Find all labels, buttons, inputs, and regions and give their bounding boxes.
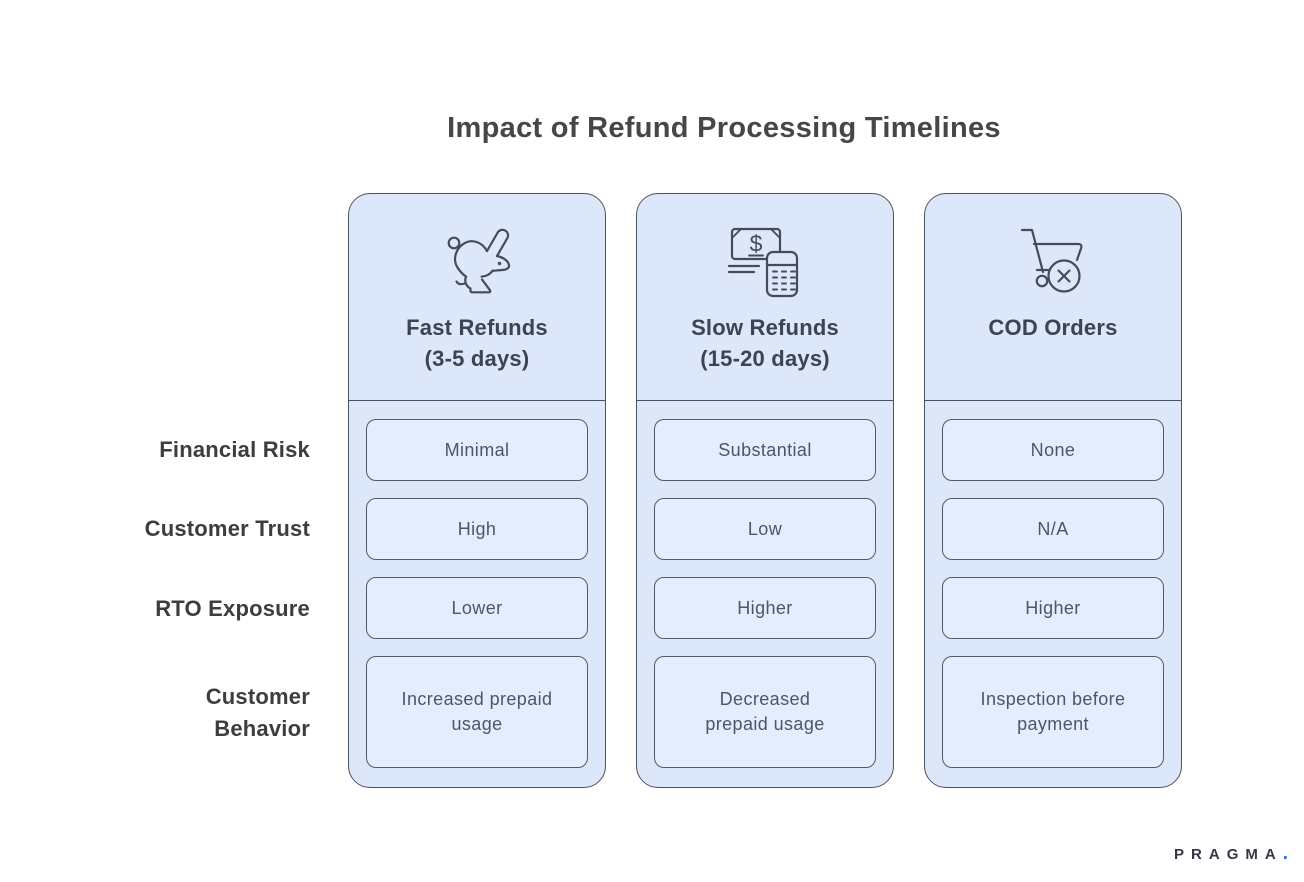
cell-fast-rto-exposure: Lower [366,577,588,639]
row-label-customer-trust: Customer Trust [144,516,310,541]
column-card-cod-orders: COD Orders None N/A Higher Inspection be… [924,193,1182,788]
card-title-line1: Fast Refunds [406,315,548,340]
cell-fast-customer-trust: High [366,498,588,560]
card-body-cod-orders: None N/A Higher Inspection before paymen… [925,401,1181,787]
cart-cancel-icon [1020,228,1083,293]
cell-cod-rto-exposure: Higher [942,577,1164,639]
cell-fast-customer-behavior: Increased prepaid usage [366,656,588,768]
brand-text: PRAGMA [1174,846,1283,863]
cell-cod-financial-risk: None [942,419,1164,481]
column-card-slow-refunds: $ Slow Refunds (15-20 days) Substantial … [636,193,894,788]
cell-fast-financial-risk: Minimal [366,419,588,481]
card-body-fast-refunds: Minimal High Lower Increased prepaid usa… [349,401,605,787]
card-title-line2: (3-5 days) [424,346,530,371]
row-label-customer-behavior: Customer Behavior [205,684,310,741]
rabbit-icon [447,228,511,294]
cell-slow-customer-behavior: Decreased prepaid usage [654,656,876,768]
card-title-line1: Slow Refunds [691,315,839,340]
money-calculator-icon: $ [727,227,799,298]
brand-dot: . [1282,843,1288,864]
svg-text:$: $ [750,231,763,257]
card-title-fast-refunds: Fast Refunds (3-5 days) [406,312,548,374]
cell-slow-customer-trust: Low [654,498,876,560]
row-label-financial-risk: Financial Risk [159,437,310,462]
cell-cod-customer-behavior: Inspection before payment [942,656,1164,768]
column-card-fast-refunds: Fast Refunds (3-5 days) Minimal High Low… [348,193,606,788]
card-header-cod-orders: COD Orders [925,194,1181,401]
cell-slow-rto-exposure: Higher [654,577,876,639]
page-title: Impact of Refund Processing Timelines [447,112,1001,144]
card-title-line1: COD Orders [988,315,1118,340]
card-title-line2: (15-20 days) [700,346,830,371]
card-title-slow-refunds: Slow Refunds (15-20 days) [691,312,839,374]
cell-cod-customer-trust: N/A [942,498,1164,560]
row-label-rto-exposure: RTO Exposure [155,596,310,621]
card-header-slow-refunds: $ Slow Refunds (15-20 days) [637,194,893,401]
card-body-slow-refunds: Substantial Low Higher Decreased prepaid… [637,401,893,787]
cell-slow-financial-risk: Substantial [654,419,876,481]
card-header-fast-refunds: Fast Refunds (3-5 days) [349,194,605,401]
brand-logo: PRAGMA. [1174,843,1288,865]
card-title-cod-orders: COD Orders [988,312,1117,343]
